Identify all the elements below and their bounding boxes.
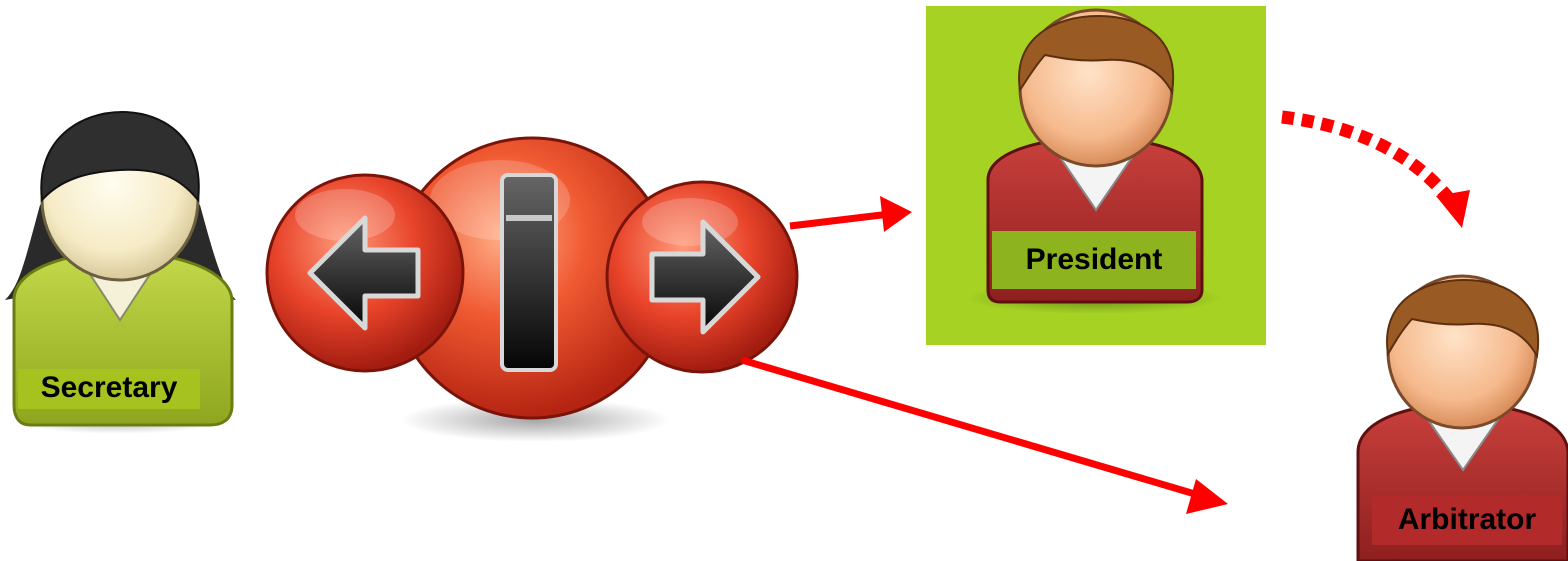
edge-hub-to-president xyxy=(790,196,912,232)
arrow-right-icon xyxy=(607,182,797,372)
arrow-left-icon xyxy=(267,175,463,371)
secretary-label: Secretary xyxy=(18,373,200,403)
arbitrator-label: Arbitrator xyxy=(1372,505,1562,535)
info-exchange-icon xyxy=(267,138,797,442)
edge-hub-to-arbitrator xyxy=(742,360,1228,514)
edge-president-to-arbitrator xyxy=(1282,117,1470,228)
president-label: President xyxy=(992,245,1196,275)
